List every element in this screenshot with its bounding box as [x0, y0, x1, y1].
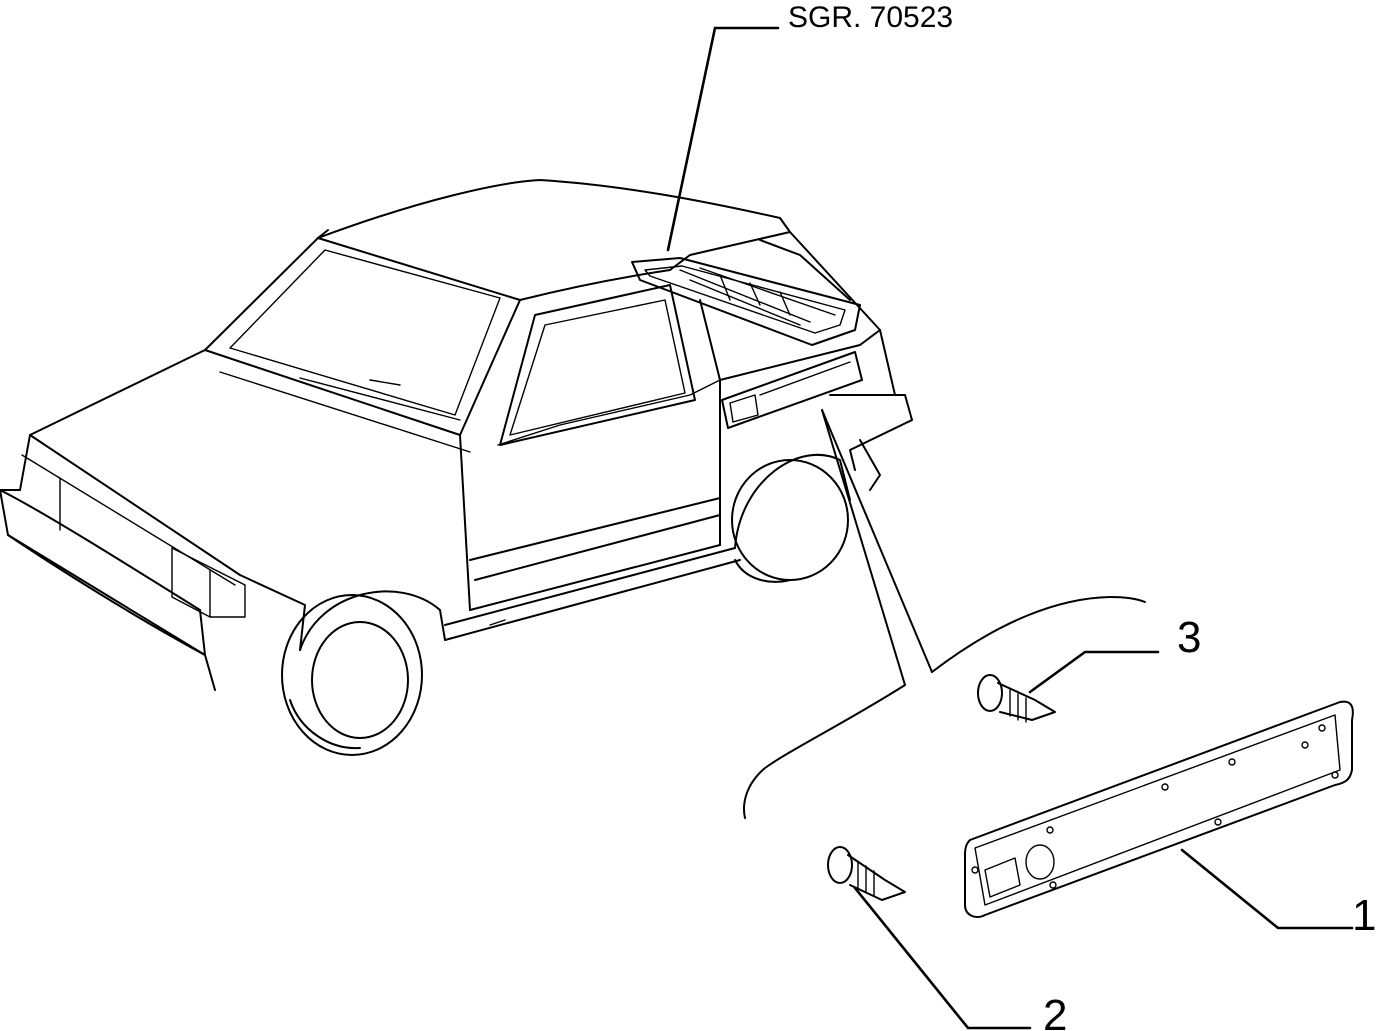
leader-ref [666, 26, 780, 252]
leader-lines [666, 26, 1354, 1030]
front-wheel [281, 594, 423, 756]
callout-label-3: 3 [1177, 613, 1201, 662]
callout-label-2: 2 [1043, 991, 1067, 1031]
detail-callout-lines [743, 409, 1146, 819]
car-illustration [0, 179, 913, 756]
leader-2 [853, 886, 1032, 1030]
leader-1 [1180, 848, 1354, 930]
callout-label-1: 1 [1352, 891, 1376, 940]
rear-wheel [731, 459, 849, 583]
part-3-screw [977, 674, 1056, 723]
molding-on-car [721, 351, 863, 429]
reference-label: SGR. 70523 [788, 1, 953, 34]
part-2-screw [827, 846, 906, 901]
leader-3 [1028, 650, 1160, 694]
part-1-molding-strip [964, 700, 1354, 918]
sunroof-assembly [631, 257, 861, 346]
